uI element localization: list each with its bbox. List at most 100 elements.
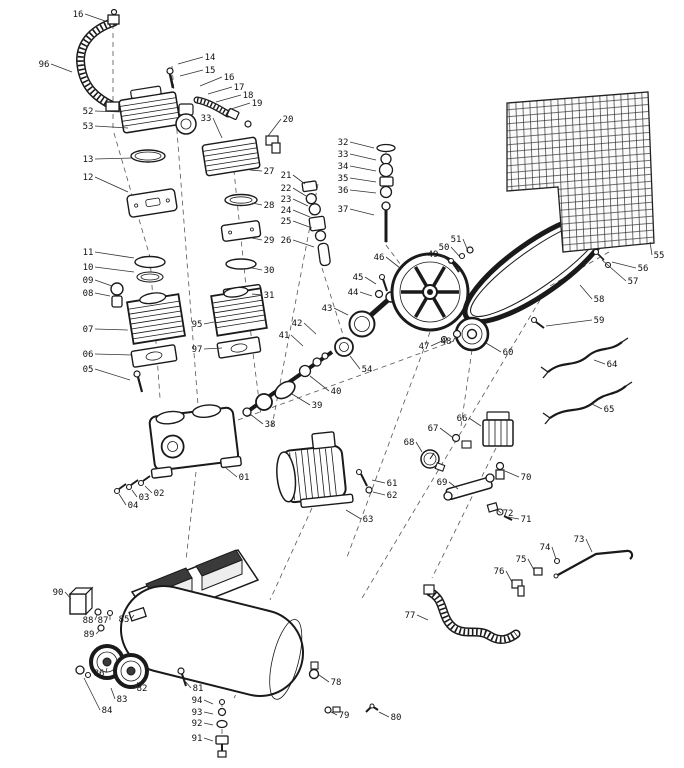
part-label-84: 84: [83, 677, 113, 716]
part-label-75: 75: [516, 555, 535, 571]
svg-text:78: 78: [331, 678, 342, 688]
part-label-63: 63: [345, 509, 373, 525]
part-label-51: 51: [451, 235, 469, 252]
hose-elbow: [511, 557, 561, 597]
svg-text:79: 79: [339, 711, 350, 721]
svg-text:33: 33: [338, 150, 349, 160]
assembly-axis-line: [361, 299, 541, 599]
part-label-13: 13: [83, 155, 133, 165]
svg-text:24: 24: [281, 206, 292, 216]
intake-valve-stack: [301, 180, 331, 267]
cylinder-block-left: [126, 292, 186, 345]
svg-text:55: 55: [654, 251, 665, 261]
svg-text:86: 86: [94, 669, 105, 679]
part-label-67: 67: [428, 424, 453, 438]
part-label-07: 07: [83, 325, 129, 335]
part-label-39: 39: [291, 393, 322, 411]
assembly-axis-line: [549, 251, 610, 287]
shaft-nut: [242, 407, 252, 417]
svg-text:50: 50: [439, 243, 450, 253]
part-label-01: 01: [225, 467, 250, 483]
crank-web: [274, 380, 296, 400]
svg-text:02: 02: [154, 489, 165, 499]
base-gasket-left: [130, 344, 178, 368]
svg-text:44: 44: [348, 288, 359, 298]
outlet-manifold: [443, 473, 495, 501]
part-label-68: 68: [404, 438, 423, 453]
part-label-95: 95: [192, 320, 215, 330]
tank-check-valve: [308, 661, 320, 680]
assembly-axis-line: [251, 344, 262, 417]
svg-text:03: 03: [139, 493, 150, 503]
cylinder-block-right: [210, 286, 268, 337]
part-label-26: 26: [281, 236, 315, 248]
foam-pad-box: [68, 586, 94, 616]
svg-text:70: 70: [521, 473, 532, 483]
part-label-64: 64: [593, 359, 618, 370]
hose-fitting-nut: [110, 8, 118, 16]
svg-text:01: 01: [239, 473, 250, 483]
part-label-28: 28: [251, 201, 274, 211]
svg-text:56: 56: [638, 264, 649, 274]
svg-text:97: 97: [192, 345, 203, 355]
svg-text:51: 51: [451, 235, 462, 245]
svg-text:91: 91: [192, 734, 203, 744]
svg-text:37: 37: [338, 205, 349, 215]
svg-text:16: 16: [224, 73, 235, 83]
svg-text:75: 75: [516, 555, 527, 565]
part-label-85: 85: [119, 614, 135, 625]
svg-text:36: 36: [338, 186, 349, 196]
hose-end-fitting: [107, 14, 120, 25]
svg-text:68: 68: [404, 438, 415, 448]
part-label-32: 32: [338, 138, 375, 149]
svg-text:88: 88: [83, 616, 94, 626]
part-label-30: 30: [251, 266, 275, 276]
svg-text:57: 57: [628, 277, 639, 287]
part-label-31: 31: [251, 291, 274, 301]
part-labels: 1696525313121110090807060514151617181920…: [39, 10, 665, 744]
handle-rod: [553, 549, 634, 579]
part-label-19: 19: [227, 99, 263, 111]
part-label-57: 57: [601, 259, 639, 287]
part-label-87: 87: [98, 616, 111, 626]
cylinder-head-left: [118, 85, 181, 134]
small-valve-part: [110, 282, 124, 308]
svg-text:84: 84: [102, 706, 113, 716]
svg-text:66: 66: [457, 414, 468, 424]
svg-text:73: 73: [574, 535, 585, 545]
part-label-69: 69: [437, 478, 459, 490]
svg-text:19: 19: [252, 99, 263, 109]
part-label-10: 10: [83, 263, 135, 273]
part-label-33: 33: [338, 150, 377, 161]
part-label-83: 83: [110, 687, 127, 705]
part-label-24: 24: [281, 206, 311, 218]
svg-text:33: 33: [201, 114, 212, 124]
svg-text:94: 94: [192, 696, 203, 706]
piston: [334, 337, 354, 357]
part-label-55: 55: [649, 241, 665, 261]
assembly-axis-line: [460, 349, 473, 427]
part-label-44: 44: [348, 288, 373, 298]
svg-text:38: 38: [265, 420, 276, 430]
part-label-12: 12: [83, 173, 129, 193]
svg-text:46: 46: [374, 253, 385, 263]
svg-text:30: 30: [264, 266, 275, 276]
svg-text:64: 64: [607, 360, 618, 370]
part-label-16: 16: [73, 10, 109, 23]
svg-text:90: 90: [53, 588, 64, 598]
bolt-head: [166, 67, 174, 75]
part-label-41: 41: [279, 331, 304, 347]
svg-text:81: 81: [193, 684, 204, 694]
part-label-86: 86: [94, 667, 108, 679]
cylinder-head-right: [201, 136, 261, 177]
unloader-fittings: [166, 67, 281, 154]
crankcase-bolts: [113, 475, 151, 495]
svg-text:52: 52: [83, 107, 94, 117]
svg-text:65: 65: [604, 405, 615, 415]
part-label-50: 50: [439, 243, 461, 258]
part-label-73: 73: [574, 535, 593, 553]
valve-plate-left: [126, 188, 178, 218]
part-label-79: 79: [330, 711, 350, 721]
part-label-14: 14: [177, 53, 215, 65]
flywheel-fasteners: [440, 246, 545, 343]
